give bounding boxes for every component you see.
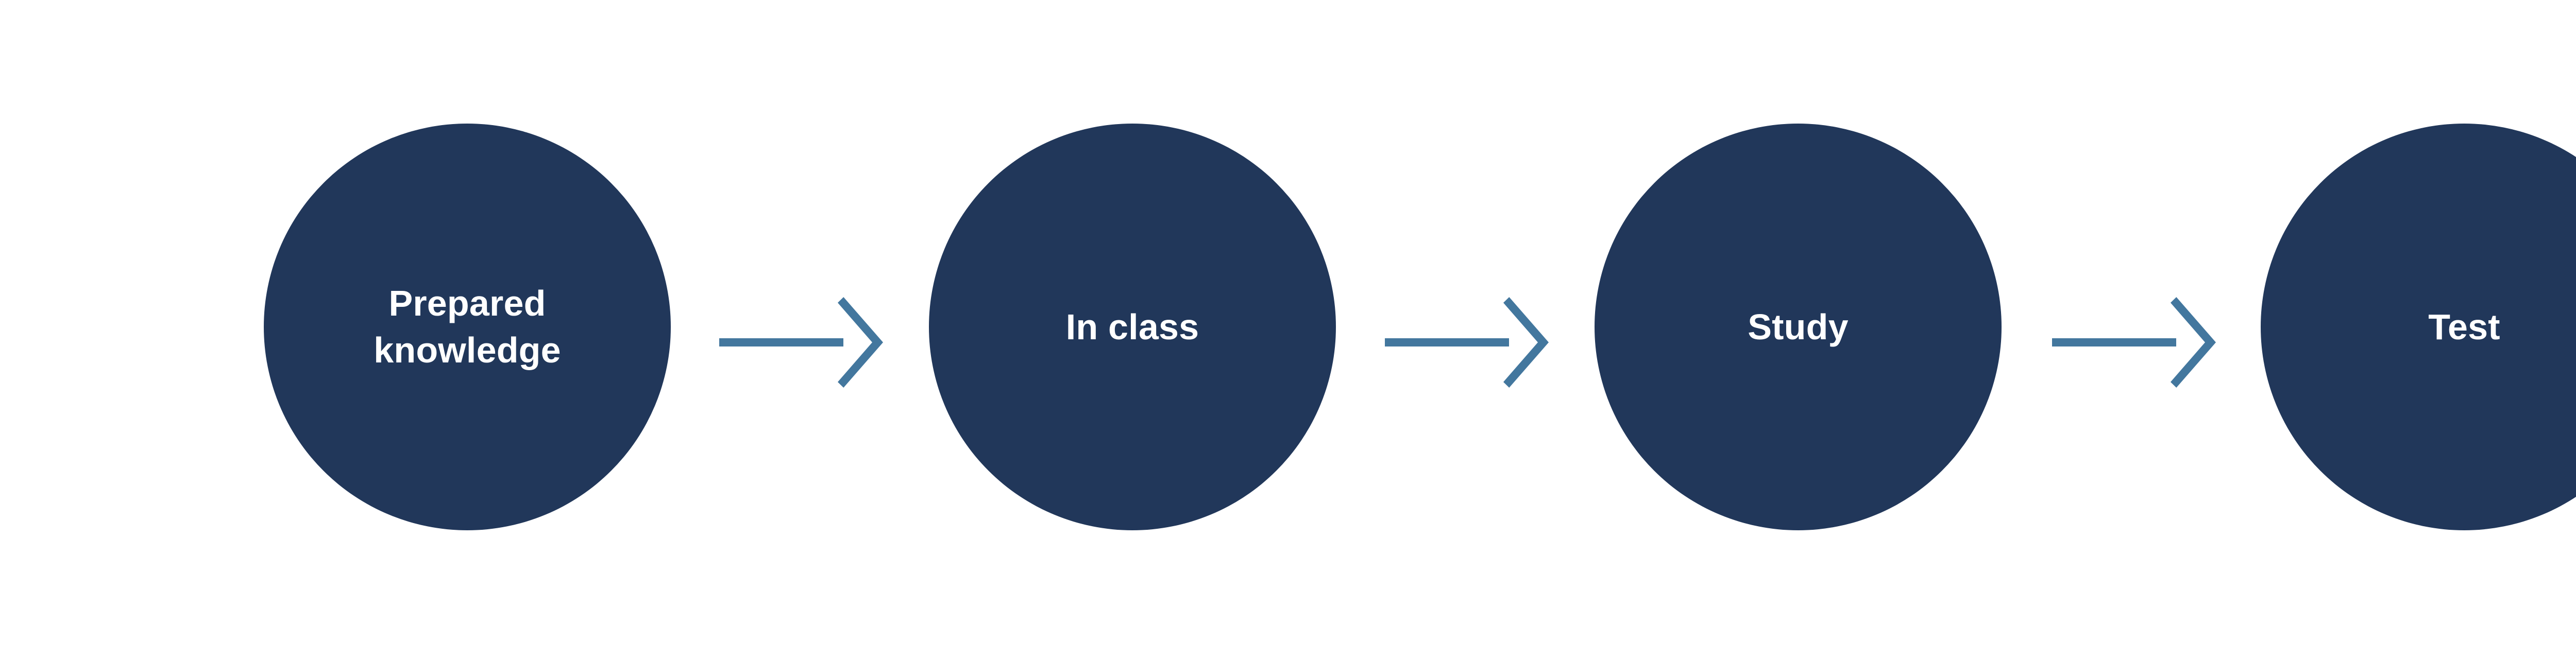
flow-node-label: Prepared knowledge — [374, 283, 561, 370]
flow-node-study[interactable]: Study — [1595, 124, 2002, 530]
flow-node-in-class[interactable]: In class — [929, 124, 1336, 530]
flow-node-test[interactable]: Test — [2261, 124, 2576, 530]
flow-node-label: Test — [2428, 306, 2500, 347]
flow-node-label: In class — [1065, 306, 1199, 347]
flow-node-label: Study — [1748, 306, 1849, 347]
arrow-right-icon — [718, 297, 884, 388]
flow-node-prepared-knowledge[interactable]: Prepared knowledge — [264, 124, 671, 530]
arrow-right-icon — [2051, 297, 2217, 388]
arrow-right-icon — [1384, 297, 1550, 388]
